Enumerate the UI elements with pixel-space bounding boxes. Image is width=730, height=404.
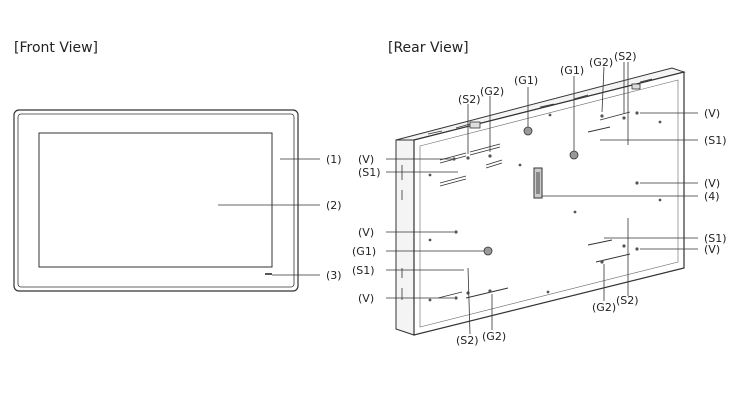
- rear-callout-s1-right-2: (S1): [704, 232, 727, 245]
- rear-leaders: [386, 62, 698, 335]
- ground-boss-g1-right: [569, 150, 579, 160]
- front-callout-2: (2): [326, 199, 342, 212]
- front-leaders: [218, 158, 320, 276]
- front-bezel-outer: [13, 109, 299, 292]
- rear-callout-v-left-3: (V): [358, 292, 374, 305]
- rear-callout-v-left-2: (V): [358, 226, 374, 239]
- rear-side-edge: [395, 139, 415, 336]
- ground-boss-g1-left: [483, 246, 493, 256]
- rear-callout-s1-right-1: (S1): [704, 134, 727, 147]
- rear-back-plate: [413, 71, 685, 336]
- rear-callout-4: (4): [704, 190, 720, 203]
- rear-callout-g2-top-b: (G2): [589, 56, 613, 69]
- rear-callout-g1-left: (G1): [352, 245, 376, 258]
- rear-callout-s1-left-2: (S1): [352, 264, 375, 277]
- front-bezel-inner: [17, 113, 295, 288]
- rear-callout-v-right-2: (V): [704, 177, 720, 190]
- front-display-area: [38, 132, 273, 268]
- rear-back-rim: [419, 79, 679, 328]
- rear-callout-g2-bottom-right: (G2): [592, 301, 616, 314]
- rear-callout-g1-top-b: (G1): [560, 64, 584, 77]
- front-callout-3: (3): [326, 269, 342, 282]
- ground-boss-g1-top: [523, 126, 533, 136]
- rear-top-vents: [427, 78, 653, 135]
- front-view-heading: [Front View]: [14, 40, 98, 56]
- rear-callout-g2-bottom-left: (G2): [482, 330, 506, 343]
- rear-markers: [483, 126, 579, 256]
- front-panel: [13, 109, 299, 292]
- rear-screw-holes: [428, 111, 662, 302]
- bracket-upper-mid: [469, 143, 503, 169]
- rear-callout-v-right-3: (V): [704, 243, 720, 256]
- rear-top-connector: [469, 121, 481, 129]
- rear-callout-s2-top-a: (S2): [458, 93, 481, 106]
- rear-callout-g2-top-a: (G2): [480, 85, 504, 98]
- front-status-led: [265, 273, 272, 275]
- rear-callout-s2-top-b: (S2): [614, 50, 637, 63]
- rear-callout-v-right-1: (V): [704, 107, 720, 120]
- rear-unit: [395, 67, 686, 336]
- rear-callout-s2-bottom-right: (S2): [616, 294, 639, 307]
- front-callout-1: (1): [326, 153, 342, 166]
- rear-top-connector-2: [631, 83, 641, 90]
- rear-callout-s2-bottom-left: (S2): [456, 334, 479, 347]
- rear-view-heading: [Rear View]: [388, 40, 469, 56]
- bracket-upper-right: [587, 111, 631, 133]
- rear-callout-s1-left-1: (S1): [358, 166, 381, 179]
- rear-callout-g1-top-a: (G1): [514, 74, 538, 87]
- bracket-lower-left: [437, 287, 509, 299]
- rear-callout-v-left-1: (V): [358, 153, 374, 166]
